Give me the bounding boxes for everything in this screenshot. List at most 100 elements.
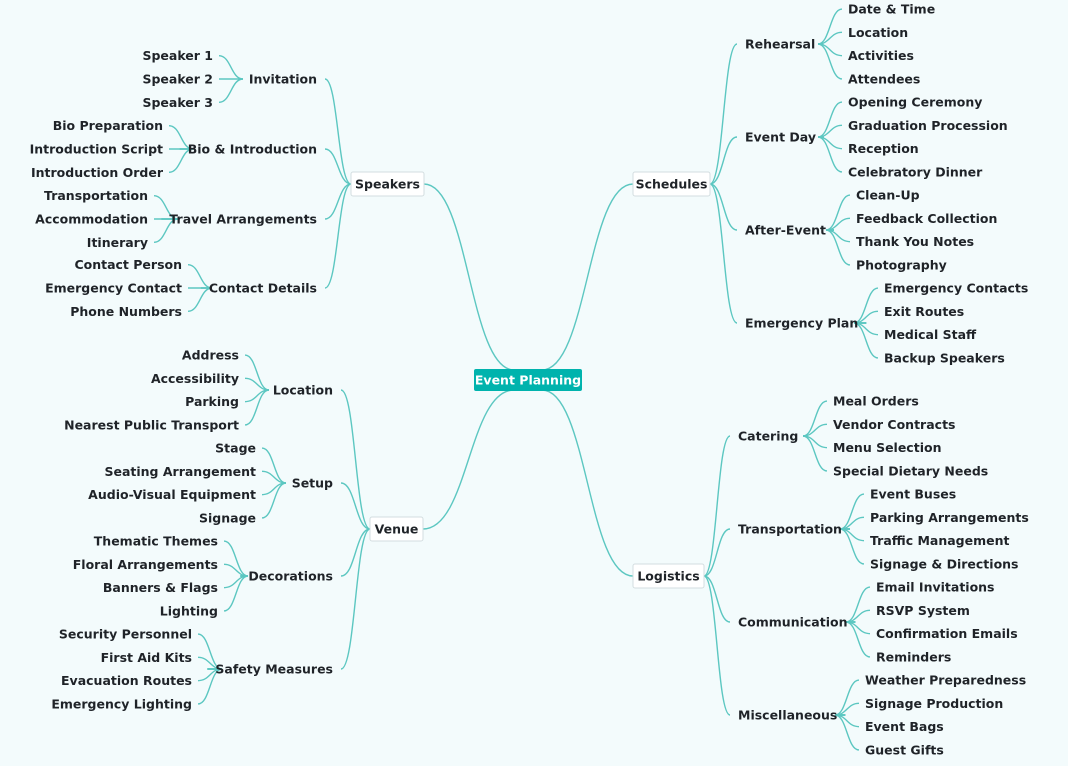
leaf-floral-arrangements[interactable]: Floral Arrangements	[73, 557, 218, 572]
topic-transportation[interactable]: Transportation	[738, 522, 842, 537]
branch-speakers[interactable]: Speakers	[350, 171, 425, 197]
topic-communication[interactable]: Communication	[738, 615, 848, 630]
leaf-opening-ceremony[interactable]: Opening Ceremony	[848, 95, 982, 110]
leaf-exit-routes[interactable]: Exit Routes	[884, 304, 964, 319]
topic-location[interactable]: Location	[273, 383, 333, 398]
leaf-introduction-script[interactable]: Introduction Script	[30, 142, 163, 157]
leaf-meal-orders[interactable]: Meal Orders	[833, 394, 919, 409]
leaf-attendees[interactable]: Attendees	[848, 71, 920, 86]
topic-catering[interactable]: Catering	[738, 429, 798, 444]
leaf-event-bags[interactable]: Event Bags	[865, 719, 944, 734]
topic-contact-details[interactable]: Contact Details	[209, 281, 317, 296]
leaf-signage[interactable]: Signage	[199, 510, 256, 525]
leaf-backup-speakers[interactable]: Backup Speakers	[884, 350, 1005, 365]
connector-line	[802, 435, 828, 472]
connector-line	[541, 389, 634, 577]
leaf-date-and-time[interactable]: Date & Time	[848, 2, 935, 17]
leaf-email-invitations[interactable]: Email Invitations	[876, 580, 995, 595]
connector-line	[324, 148, 352, 185]
connector-line	[423, 183, 515, 371]
leaf-stage[interactable]: Stage	[215, 441, 256, 456]
topic-emergency-plan[interactable]: Emergency Plan	[745, 316, 858, 331]
leaf-menu-selection[interactable]: Menu Selection	[833, 440, 941, 455]
connector-line	[187, 287, 213, 312]
topic-safety-measures[interactable]: Safety Measures	[215, 662, 333, 677]
leaf-contact-person[interactable]: Contact Person	[74, 257, 182, 272]
topic-invitation[interactable]: Invitation	[249, 72, 317, 87]
leaf-banners-and-flags[interactable]: Banners & Flags	[103, 580, 218, 595]
leaf-parking[interactable]: Parking	[185, 394, 239, 409]
leaf-medical-staff[interactable]: Medical Staff	[884, 327, 977, 342]
root-node[interactable]: Event Planning	[474, 369, 582, 391]
leaf-activities[interactable]: Activities	[848, 48, 914, 63]
leaf-event-buses[interactable]: Event Buses	[870, 487, 956, 502]
branch-venue[interactable]: Venue	[369, 516, 424, 542]
connector-line	[703, 575, 731, 623]
connector-line	[541, 183, 634, 371]
leaf-thank-you-notes[interactable]: Thank You Notes	[856, 234, 974, 249]
topic-event-day[interactable]: Event Day	[745, 130, 816, 145]
topic-decorations[interactable]: Decorations	[248, 569, 333, 584]
leaf-seating-arrangement[interactable]: Seating Arrangement	[104, 464, 256, 479]
leaf-signage-and-directions[interactable]: Signage & Directions	[870, 556, 1019, 571]
topic-travel-arrangements[interactable]: Travel Arrangements	[169, 212, 317, 227]
leaf-graduation-procession[interactable]: Graduation Procession	[848, 118, 1008, 133]
topic-bio-and-introduction[interactable]: Bio & Introduction	[188, 142, 317, 157]
leaf-rsvp-system[interactable]: RSVP System	[876, 603, 970, 618]
leaf-reminders[interactable]: Reminders	[876, 649, 951, 664]
leaf-emergency-contact[interactable]: Emergency Contact	[45, 281, 182, 296]
leaf-speaker-1[interactable]: Speaker 1	[142, 48, 213, 63]
connector-line	[703, 528, 731, 577]
leaf-emergency-contacts[interactable]: Emergency Contacts	[884, 281, 1028, 296]
leaf-evacuation-routes[interactable]: Evacuation Routes	[61, 673, 192, 688]
topic-miscellaneous[interactable]: Miscellaneous	[738, 708, 837, 723]
branch-logistics[interactable]: Logistics	[632, 563, 705, 589]
topic-after-event[interactable]: After-Event	[745, 223, 826, 238]
leaf-confirmation-emails[interactable]: Confirmation Emails	[876, 626, 1018, 641]
leaf-security-personnel[interactable]: Security Personnel	[59, 627, 192, 642]
branch-label: Schedules	[636, 177, 708, 192]
leaf-signage-production[interactable]: Signage Production	[865, 696, 1003, 711]
leaf-phone-numbers[interactable]: Phone Numbers	[70, 304, 182, 319]
topic-rehearsal[interactable]: Rehearsal	[745, 37, 815, 52]
leaf-bio-preparation[interactable]: Bio Preparation	[53, 118, 163, 133]
leaf-audio-visual-equipment[interactable]: Audio-Visual Equipment	[88, 487, 256, 502]
leaf-vendor-contracts[interactable]: Vendor Contracts	[833, 417, 955, 432]
leaf-first-aid-kits[interactable]: First Aid Kits	[101, 650, 192, 665]
connector-line	[223, 575, 249, 612]
connector-line	[817, 136, 843, 173]
connector-line	[244, 389, 270, 426]
leaf-feedback-collection[interactable]: Feedback Collection	[856, 211, 997, 226]
connector-line	[709, 183, 738, 231]
leaf-celebratory-dinner[interactable]: Celebratory Dinner	[848, 164, 983, 179]
leaf-special-dietary-needs[interactable]: Special Dietary Needs	[833, 463, 988, 478]
leaf-nearest-public-transport[interactable]: Nearest Public Transport	[64, 417, 239, 432]
leaf-accessibility[interactable]: Accessibility	[151, 371, 239, 386]
leaf-introduction-order[interactable]: Introduction Order	[31, 165, 164, 180]
leaf-photography[interactable]: Photography	[856, 257, 947, 272]
leaf-lighting[interactable]: Lighting	[160, 603, 218, 618]
leaf-speaker-3[interactable]: Speaker 3	[142, 95, 213, 110]
branch-label: Logistics	[637, 569, 699, 584]
leaf-location[interactable]: Location	[848, 25, 908, 40]
leaf-weather-preparedness[interactable]: Weather Preparedness	[865, 673, 1026, 688]
connector-line	[218, 55, 244, 80]
leaf-parking-arrangements[interactable]: Parking Arrangements	[870, 510, 1029, 525]
leaf-address[interactable]: Address	[182, 348, 239, 363]
leaf-accommodation[interactable]: Accommodation	[35, 212, 148, 227]
leaf-traffic-management[interactable]: Traffic Management	[870, 533, 1009, 548]
leaf-clean-up[interactable]: Clean-Up	[856, 188, 920, 203]
branch-schedules[interactable]: Schedules	[632, 171, 711, 197]
leaf-guest-gifts[interactable]: Guest Gifts	[865, 742, 944, 757]
leaf-transportation[interactable]: Transportation	[44, 188, 148, 203]
leaf-speaker-2[interactable]: Speaker 2	[142, 72, 213, 87]
leaf-itinerary[interactable]: Itinerary	[87, 235, 148, 250]
leaf-emergency-lighting[interactable]: Emergency Lighting	[51, 696, 192, 711]
topic-setup[interactable]: Setup	[292, 476, 333, 491]
leaf-thematic-themes[interactable]: Thematic Themes	[94, 534, 218, 549]
branch-label: Speakers	[355, 177, 420, 192]
leaf-reception[interactable]: Reception	[848, 141, 919, 156]
connector-line	[703, 435, 731, 577]
connector-line	[839, 528, 865, 565]
connector-line	[261, 482, 287, 519]
